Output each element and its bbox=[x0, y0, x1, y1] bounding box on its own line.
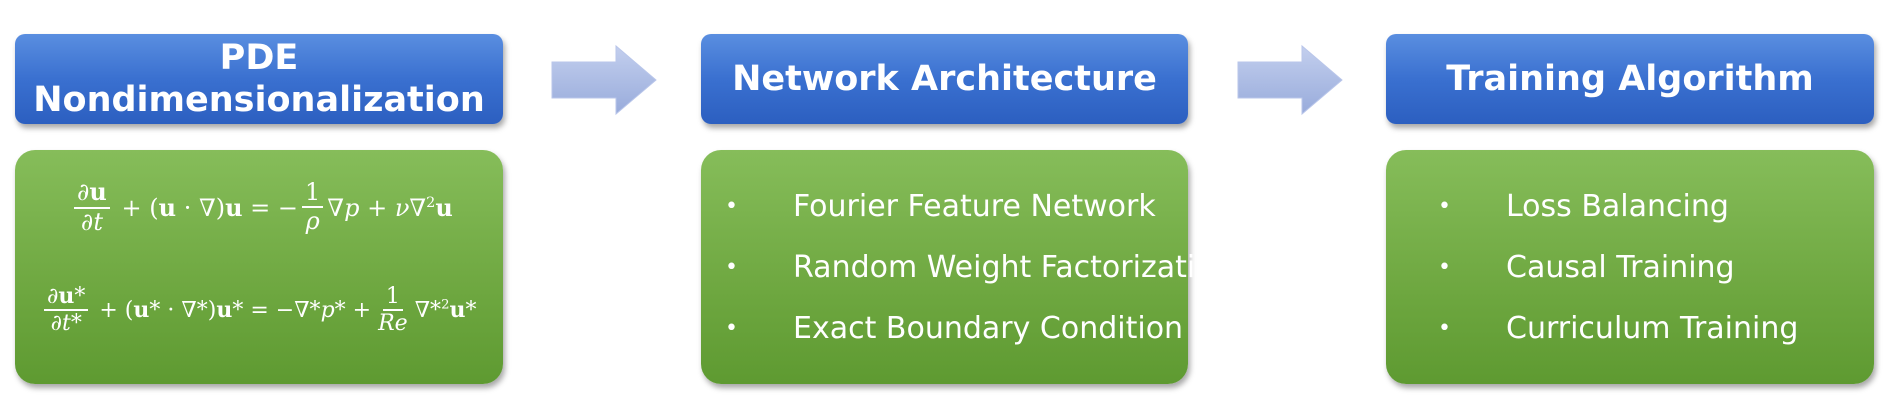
stage-training-header: Training Algorithm bbox=[1386, 34, 1874, 124]
list-item: •Causal Training bbox=[1438, 250, 1735, 285]
list-item: •Loss Balancing bbox=[1438, 189, 1729, 224]
arrow-right-icon bbox=[1237, 44, 1343, 116]
stage-pde-header: PDE Nondimensionalization bbox=[15, 34, 503, 124]
arrow-right-icon bbox=[551, 44, 657, 116]
list-item: •Random Weight Factorization bbox=[725, 250, 1233, 285]
stage-training-title: Training Algorithm bbox=[1446, 59, 1814, 99]
stage-network-content: •Fourier Feature Network •Random Weight … bbox=[701, 150, 1233, 384]
stage-network-title: Network Architecture bbox=[732, 59, 1157, 99]
stage-pde-title-line2: Nondimensionalization bbox=[33, 80, 485, 120]
stage-network-header: Network Architecture bbox=[701, 34, 1188, 124]
stage-pde-title-line1: PDE bbox=[219, 38, 299, 78]
list-item: •Exact Boundary Condition bbox=[725, 311, 1184, 346]
stage-training-content: •Loss Balancing •Causal Training •Curric… bbox=[1386, 150, 1874, 384]
list-item: •Curriculum Training bbox=[1438, 311, 1799, 346]
list-item: •Fourier Feature Network bbox=[725, 189, 1156, 224]
